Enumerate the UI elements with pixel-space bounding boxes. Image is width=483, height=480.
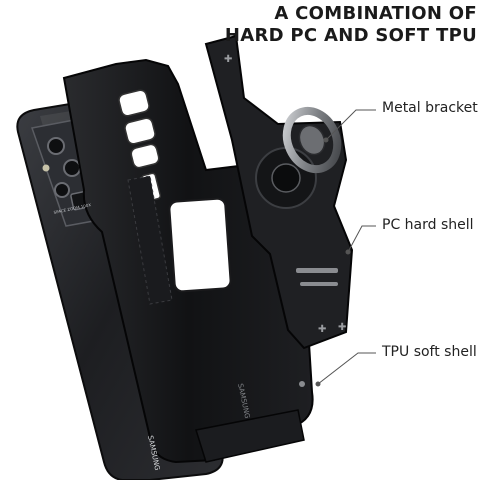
callout-metal-bracket: Metal bracket bbox=[382, 100, 478, 116]
callout-line-metal-bracket bbox=[325, 109, 376, 141]
camera-lens-icon bbox=[63, 159, 81, 177]
case-grip-texture bbox=[127, 175, 173, 305]
bracket-slot bbox=[300, 282, 338, 286]
case-camera-cutout bbox=[124, 117, 156, 145]
callout-line-pc-hard-shell bbox=[347, 225, 376, 253]
bracket-slot bbox=[296, 268, 338, 273]
ring-base bbox=[298, 124, 326, 156]
camera-lens-icon bbox=[54, 182, 70, 198]
callout-pc-hard-shell: PC hard shell bbox=[382, 217, 474, 233]
bracket-screw-icon: ✚ bbox=[224, 54, 232, 65]
ring-outer bbox=[282, 106, 342, 174]
case-back-window bbox=[168, 197, 232, 293]
camera-lens-icon bbox=[47, 137, 65, 155]
headline-line-1: A COMBINATION OF bbox=[274, 3, 477, 24]
callout-lines bbox=[315, 109, 376, 387]
case-screw-icon bbox=[299, 381, 305, 387]
callout-line-tpu-soft-shell bbox=[317, 352, 376, 385]
case-bottom-bumper bbox=[195, 409, 305, 463]
bracket-screw-icon: ✚ bbox=[318, 324, 326, 335]
tpu-soft-shell bbox=[62, 58, 314, 464]
callout-tpu-soft-shell: TPU soft shell bbox=[382, 344, 477, 360]
camera-flash-icon bbox=[42, 164, 50, 172]
bracket-screw-icon: ✚ bbox=[338, 322, 346, 333]
case-camera-cutout bbox=[118, 89, 150, 117]
metal-ring-bracket bbox=[282, 106, 342, 174]
case-camera-cutout bbox=[130, 143, 160, 169]
headline-line-2: HARD PC AND SOFT TPU bbox=[224, 25, 477, 46]
